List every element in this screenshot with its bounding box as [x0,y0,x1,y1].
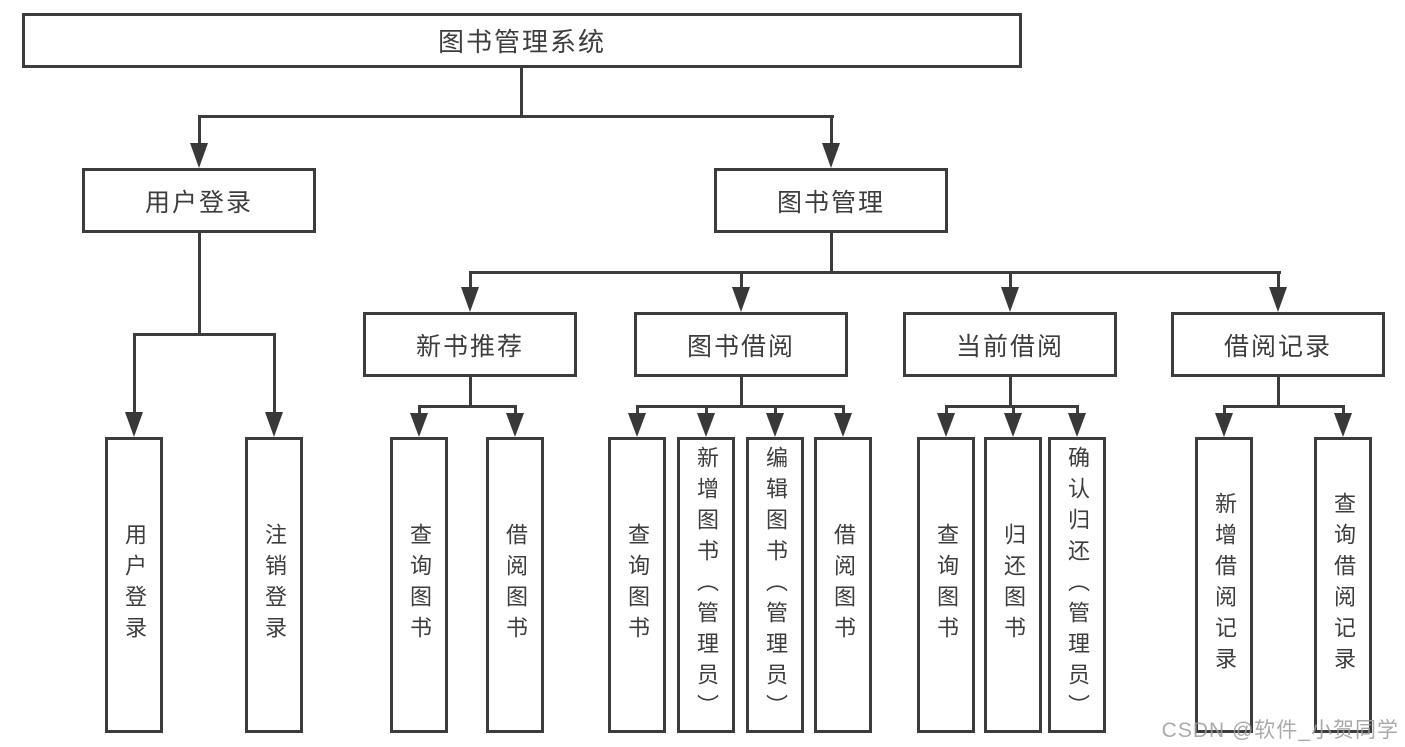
connector-line [830,233,833,274]
node-label: 查询借阅记录 [1331,492,1356,678]
leaf-bb-edit-books-admin: 编辑图书（管理员） [746,437,804,733]
connector-line [469,271,1281,274]
connector-line [1009,271,1012,289]
node-label: 借阅图书 [831,523,856,647]
leaf-cb-return-books: 归还图书 [984,437,1042,733]
arrowhead-down [190,143,208,168]
connector-line [198,115,834,118]
node-label: 查询图书 [934,523,959,647]
connector-line [133,333,276,336]
arrowhead-down [461,287,479,312]
node-label: 图书借阅 [686,332,795,361]
connector-line [830,115,833,145]
arrowhead-down [506,413,524,437]
node-label: 借阅图书 [503,523,528,647]
leaf-bb-add-books-admin: 新增图书（管理员） [677,437,735,733]
leaf-logout-login: 注销登录 [245,437,303,733]
connector-line [1012,405,1015,415]
connector-line [740,375,743,408]
node-borrowing-records: 借阅记录 [1171,312,1385,377]
node-new-book-recommend: 新书推荐 [363,312,577,377]
arrowhead-down [410,413,428,437]
node-library-management-system: 图书管理系统 [22,13,1022,68]
node-label: 归还图书 [1001,523,1026,647]
arrowhead-down [937,413,955,437]
node-label: 新增图书（管理员） [694,445,719,725]
connector-line [469,375,472,408]
node-label: 编辑图书（管理员） [763,445,788,725]
csdn-watermark: CSDN @软件_小贺同学 [1161,719,1399,742]
arrowhead-down [1001,287,1019,312]
arrowhead-down [125,412,143,437]
arrowhead-down [834,413,852,437]
connector-line [1223,405,1226,415]
arrowhead-down [1004,413,1022,437]
arrowhead-down [1215,413,1233,437]
connector-line [520,68,523,118]
node-label: 注销登录 [262,523,287,647]
arrowhead-down [265,412,283,437]
leaf-br-add-borrow-record: 新增借阅记录 [1195,437,1253,733]
node-label: 借阅记录 [1223,332,1332,361]
leaf-cb-confirm-return-admin: 确认归还（管理员） [1048,437,1106,733]
connector-line [842,405,845,415]
arrowhead-down [1068,413,1086,437]
leaf-nbr-borrow-books: 借阅图书 [486,437,544,733]
arrowhead-down [766,413,784,437]
connector-line [1277,375,1280,408]
arrowhead-down [697,413,715,437]
node-label: 图书管理 [776,188,885,217]
connector-line [945,405,948,415]
connector-line [198,115,201,145]
connector-line [1009,375,1012,408]
node-current-borrowing: 当前借阅 [903,312,1117,377]
connector-line [198,233,201,336]
connector-line [1076,405,1079,415]
leaf-cb-query-books: 查询图书 [917,437,975,733]
node-label: 查询图书 [407,523,432,647]
node-label: 当前借阅 [955,332,1064,361]
arrowhead-down [628,413,646,437]
node-label: 新增借阅记录 [1212,492,1237,678]
node-book-management: 图书管理 [714,168,948,233]
node-user-login: 用户登录 [82,168,316,233]
leaf-user-login: 用户登录 [105,437,163,733]
node-book-borrowing: 图书借阅 [634,312,848,377]
arrowhead-down [822,143,840,168]
leaf-br-query-borrow-record: 查询借阅记录 [1314,437,1372,733]
connector-line [636,405,639,415]
connector-line [469,271,472,289]
connector-line [1223,405,1345,408]
node-label: 图书管理系统 [437,27,606,57]
node-label: 用户登录 [144,188,253,217]
arrowhead-down [1334,413,1352,437]
connector-line [636,405,845,408]
node-label: 用户登录 [122,523,147,647]
connector-line [273,333,276,414]
leaf-bb-borrow-books: 借阅图书 [814,437,872,733]
node-label: 确认归还（管理员） [1065,445,1090,725]
leaf-bb-query-books: 查询图书 [608,437,666,733]
connector-line [774,405,777,415]
connector-line [514,405,517,415]
connector-line [1277,271,1280,289]
arrowhead-down [732,287,750,312]
connector-line [705,405,708,415]
connector-line [418,405,421,415]
connector-line [418,405,517,408]
node-label: 查询图书 [625,523,650,647]
leaf-nbr-query-books: 查询图书 [390,437,448,733]
arrowhead-down [1269,287,1287,312]
connector-line [740,271,743,289]
connector-line [1342,405,1345,415]
connector-line [133,333,136,414]
node-label: 新书推荐 [415,332,524,361]
